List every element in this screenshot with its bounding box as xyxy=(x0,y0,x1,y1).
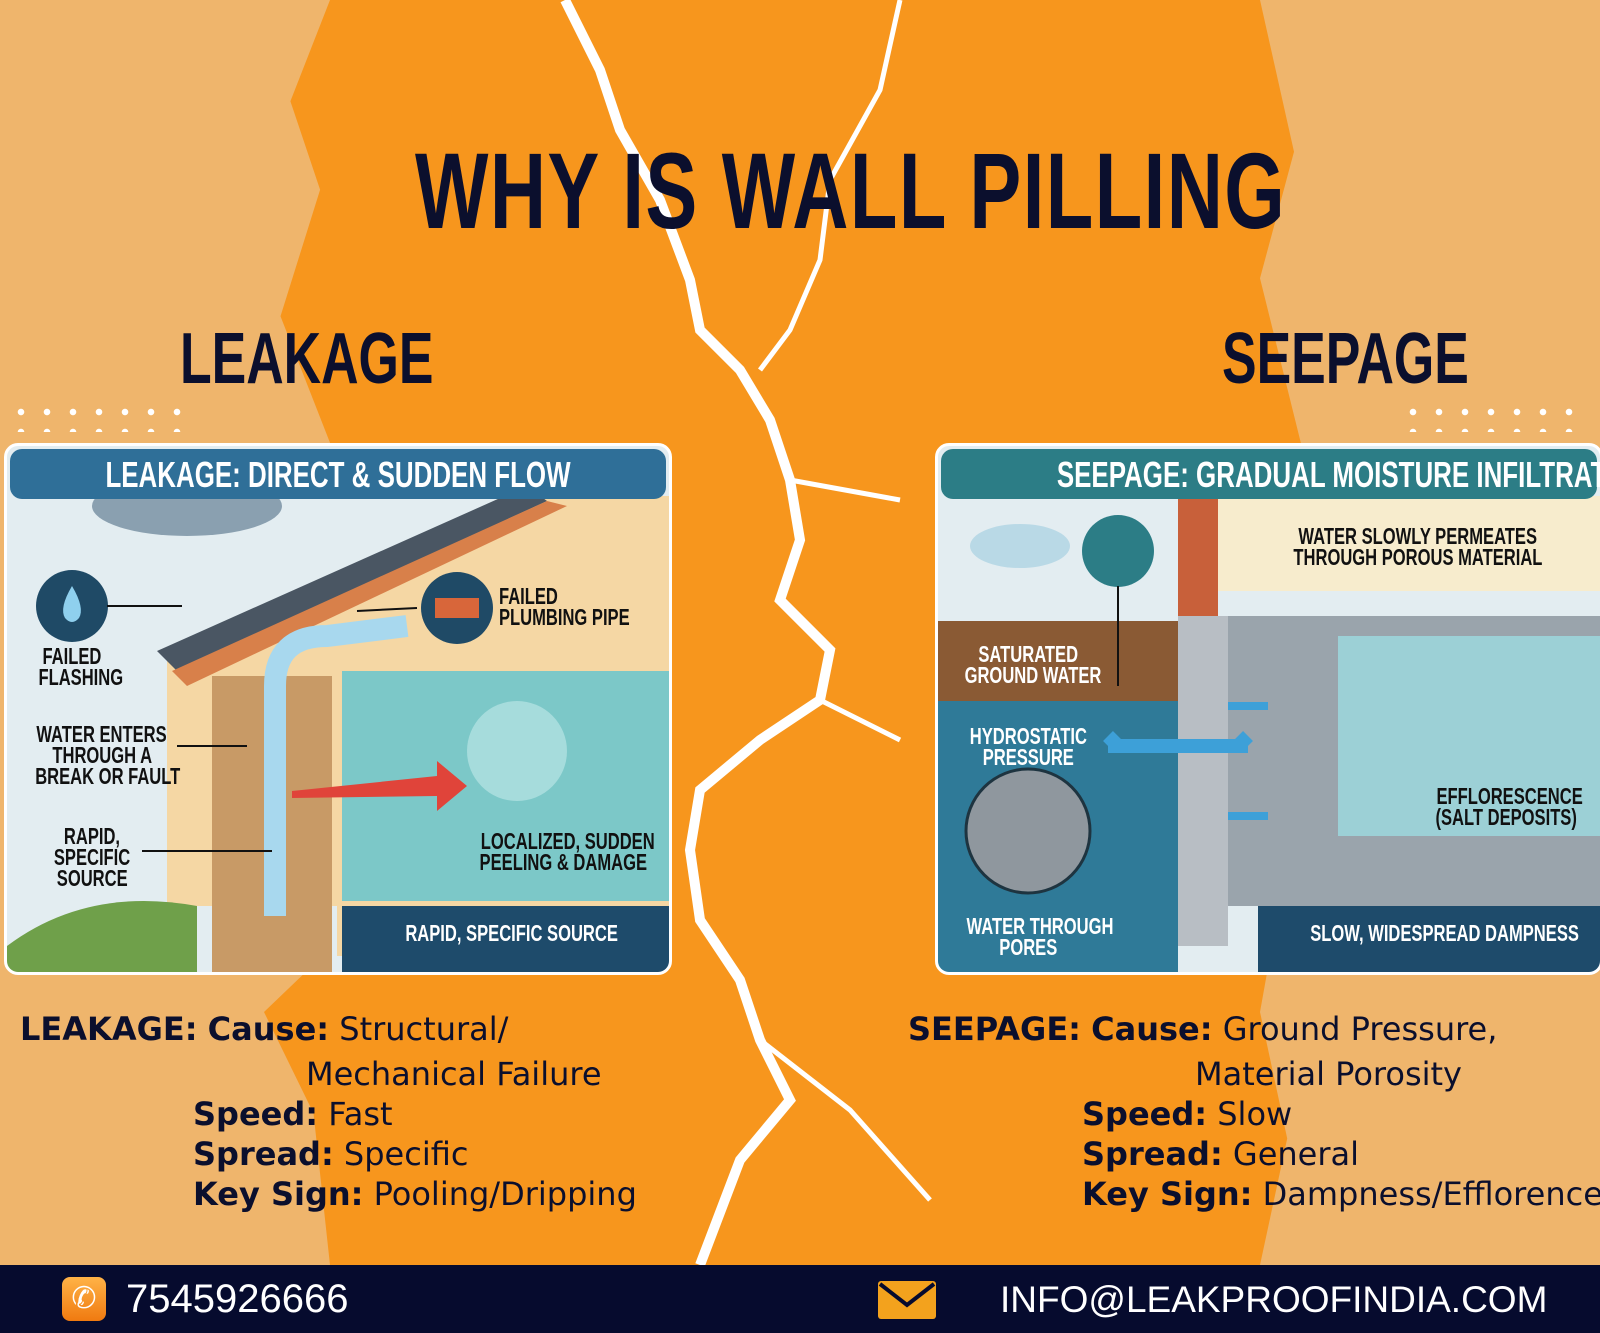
panel-footer-label: SLOW, WIDESPREAD DAMPNESS xyxy=(1310,920,1579,946)
peeling-damage xyxy=(467,701,567,801)
panel-title: SEEPAGE: GRADUAL MOISTURE INFILTRATION xyxy=(941,449,1600,499)
pores-magnifier xyxy=(964,767,1092,895)
house-illustration xyxy=(7,476,669,972)
dot-divider-left xyxy=(8,402,198,432)
email-address[interactable]: INFO@LEAKPROOFINDIA.COM xyxy=(1000,1279,1548,1320)
seepage-heading: SEEPAGE xyxy=(1222,319,1469,399)
contact-footer: ✆ 7545926666 INFO@LEAKPROOFINDIA.COM xyxy=(0,1265,1600,1333)
cloud-icon xyxy=(970,524,1070,568)
foundation-illustration xyxy=(938,496,1600,972)
envelope-icon xyxy=(878,1281,936,1319)
phone-number[interactable]: 7545926666 xyxy=(126,1277,349,1321)
phone-icon: ✆ xyxy=(62,1277,106,1321)
leakage-heading: LEAKAGE xyxy=(180,319,434,399)
label-efflorescence: EFFLORESCENCE(SALT DEPOSITS) xyxy=(1435,783,1583,830)
dot-divider-right xyxy=(1400,402,1590,432)
rain-icon xyxy=(1082,515,1154,587)
panel-title: LEAKAGE: DIRECT & SUDDEN FLOW xyxy=(10,449,666,499)
seepage-diagram: SEEPAGE: GRADUAL MOISTURE INFILTRATION W… xyxy=(935,443,1600,975)
panel-footer-label: RAPID, SPECIFIC SOURCE xyxy=(405,920,619,946)
wall-crack xyxy=(560,0,932,1265)
page-title: WHY IS WALL PILLING xyxy=(415,130,1287,251)
